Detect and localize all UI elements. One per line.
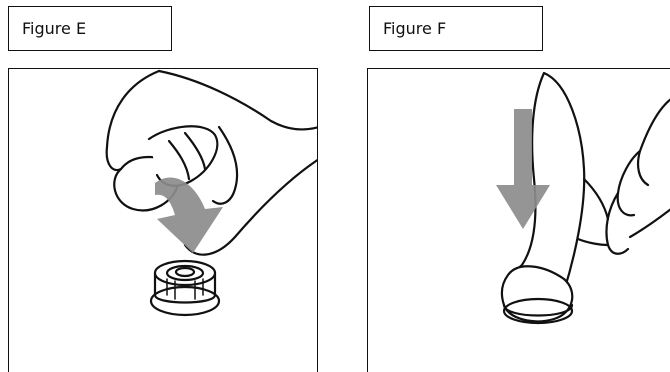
cap-top — [155, 261, 215, 285]
cap-base — [151, 287, 219, 315]
figure-e-panel — [8, 68, 318, 372]
figure-f-label: Figure F — [383, 19, 446, 38]
wrist-line — [159, 71, 318, 129]
hand-knuckles — [638, 99, 670, 185]
finger — [149, 126, 217, 186]
lower-hand-line — [185, 159, 318, 255]
hand-outline — [107, 71, 159, 170]
figure-e-illustration — [9, 69, 318, 372]
figure-f-label-box: Figure F — [369, 6, 543, 51]
figure-e-label: Figure E — [22, 19, 86, 38]
figure-e-label-box: Figure E — [8, 6, 172, 51]
figure-f-panel — [367, 68, 670, 372]
press-arrow — [155, 177, 223, 253]
figure-f-illustration — [368, 69, 670, 372]
